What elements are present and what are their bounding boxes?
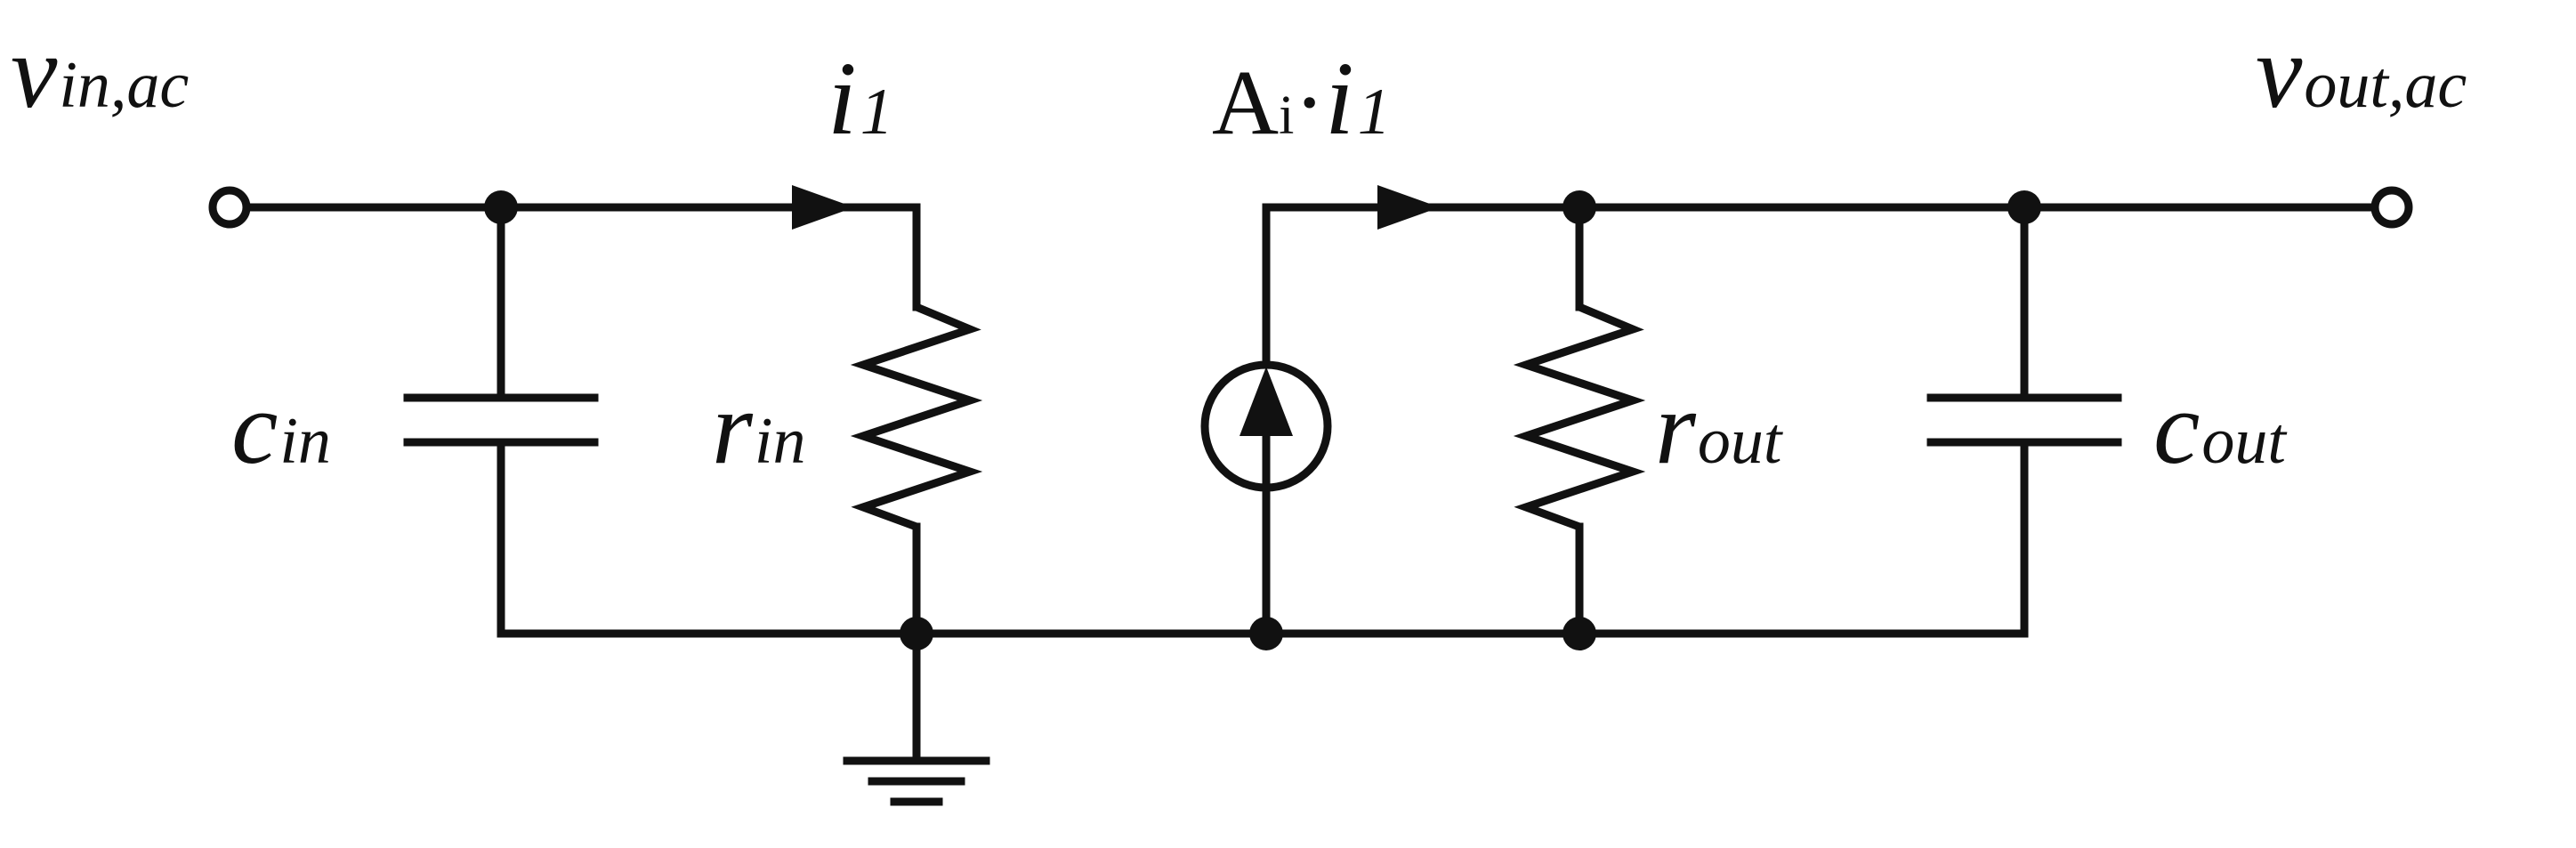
dependent-current-source [1200, 360, 1332, 492]
junction-nodes [484, 190, 2041, 650]
junction-dot [484, 190, 518, 224]
ground-icon [843, 756, 990, 806]
junction-dot [1563, 190, 1596, 224]
label-cin: cin [231, 369, 331, 486]
source-arrow-head-icon [1240, 367, 1293, 436]
label-vin: vin,ac [11, 13, 189, 130]
label-vout: vout,ac [2256, 13, 2467, 130]
output-terminal [2370, 186, 2413, 229]
capacitor-cout-symbol [1926, 393, 2122, 447]
capacitor-cin-symbol [403, 393, 599, 447]
label-ai-i1: Ai·i1 [1212, 40, 1391, 157]
label-rout: rout [1655, 369, 1784, 486]
junction-dot [900, 617, 933, 650]
resistor-rout-symbol [1513, 303, 1646, 531]
input-terminal [208, 186, 251, 229]
junction-dot [1249, 617, 1283, 650]
label-i1: i1 [828, 40, 893, 157]
wires [236, 203, 2378, 765]
label-rin: rin [712, 369, 805, 486]
label-cout: cout [2153, 369, 2288, 486]
resistor-rin-symbol [850, 303, 983, 531]
current-i1-arrow-icon [792, 185, 854, 230]
current-ai-i1-arrow-icon [1377, 185, 1440, 230]
junction-dot [2007, 190, 2041, 224]
junction-dot [1563, 617, 1596, 650]
